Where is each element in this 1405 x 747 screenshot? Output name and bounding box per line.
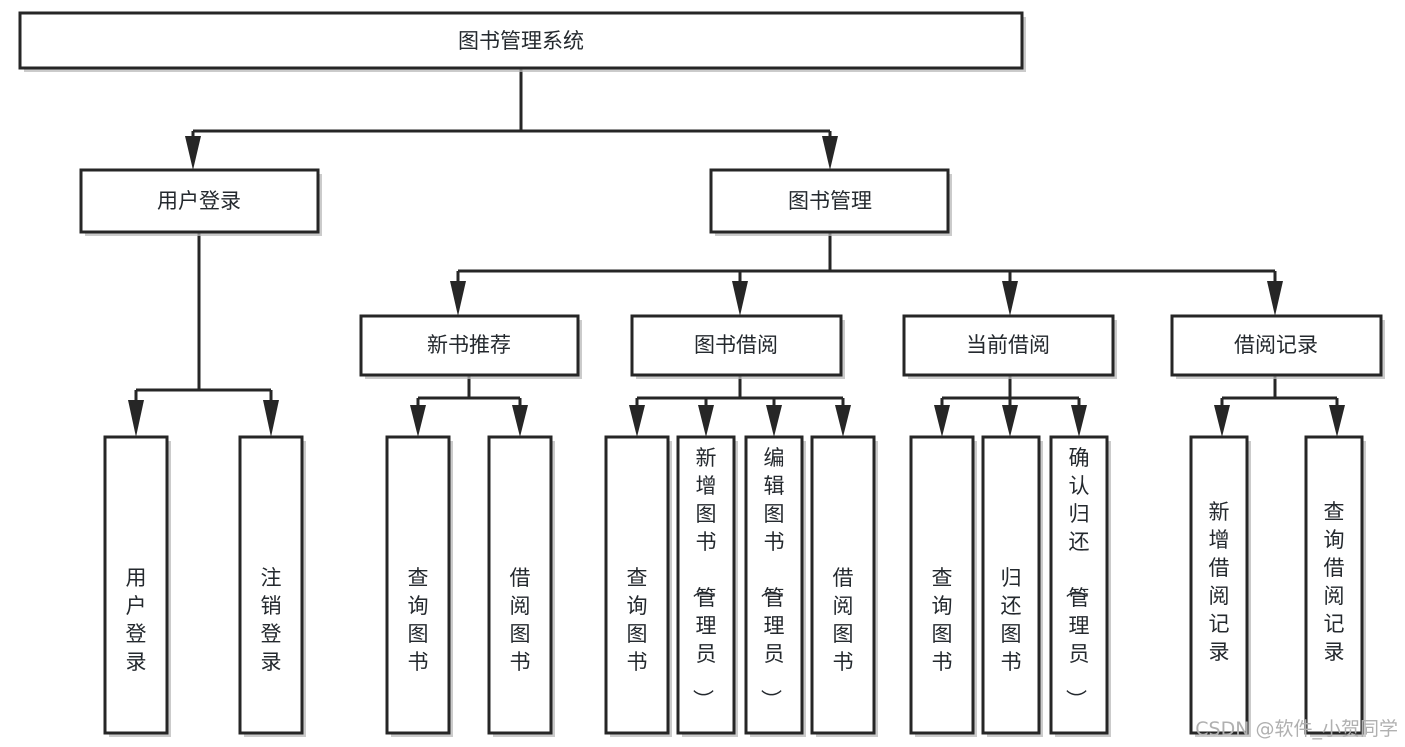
arrowhead-book-borrow: [732, 281, 748, 316]
node-borrow-record-label: 借阅记录: [1234, 333, 1318, 357]
leaf-newbook-borrow-book-label: 借阅图书: [510, 566, 531, 674]
leaf-record-query-record-label: 查询借阅记录: [1324, 500, 1345, 664]
leaf-current-return-book-rect: [981, 435, 1041, 735]
leaf-borrow-add-book[interactable]: 新增图书（管理员）: [676, 435, 738, 737]
leaf-record-query-record-rect: [1304, 435, 1364, 735]
arrowhead-borrow-leaf-3: [766, 405, 782, 437]
node-new-book-recommend-label: 新书推荐: [427, 333, 511, 357]
node-book-manage-label: 图书管理: [788, 189, 872, 213]
leaf-current-return-book-label: 归还图书: [1001, 566, 1022, 674]
leaf-borrow-query-book-label: 查询图书: [627, 566, 648, 674]
leaf-user-login[interactable]: 用户登录: [103, 435, 171, 737]
leaf-current-query-book-rect: [909, 435, 975, 735]
node-user-login[interactable]: 用户登录: [79, 168, 322, 236]
leaf-borrow-edit-book[interactable]: 编辑图书（管理员）: [744, 435, 806, 737]
node-user-login-label: 用户登录: [157, 189, 241, 213]
connector-layer: [128, 68, 1345, 437]
arrowhead-borrow-leaf-4: [835, 405, 851, 437]
leaf-borrow-query-book-rect: [604, 435, 670, 735]
node-current-borrow-label: 当前借阅: [966, 333, 1050, 357]
arrowhead-new-book: [450, 281, 466, 316]
node-new-book-recommend-rect: [359, 314, 580, 377]
node-new-book-recommend[interactable]: 新书推荐: [359, 314, 582, 379]
leaf-user-login-rect: [103, 435, 169, 735]
node-book-borrow-rect: [630, 314, 843, 377]
leaf-borrow-query-book[interactable]: 查询图书: [604, 435, 672, 737]
arrowhead-newbook-leaf-1: [410, 405, 426, 437]
leaf-record-add-record-label: 新增借阅记录: [1209, 500, 1230, 664]
node-borrow-record[interactable]: 借阅记录: [1170, 314, 1385, 379]
leaf-newbook-query-book-label: 查询图书: [408, 566, 429, 674]
leaf-record-add-record-rect: [1189, 435, 1249, 735]
node-root-rect: [18, 11, 1024, 70]
leaf-current-return-book[interactable]: 归还图书: [981, 435, 1043, 737]
node-user-login-rect: [79, 168, 320, 234]
leaf-borrow-borrow-book-rect: [810, 435, 876, 735]
arrowhead-current-leaf-3: [1071, 405, 1087, 437]
arrowhead-current-borrow: [1002, 281, 1018, 316]
node-current-borrow-rect: [902, 314, 1115, 377]
arrowhead-leaf-user-login: [128, 400, 144, 437]
leaf-current-query-book-label: 查询图书: [932, 566, 953, 674]
arrowhead-user-login: [185, 136, 201, 170]
node-book-borrow-label: 图书借阅: [694, 333, 778, 357]
arrowhead-borrow-leaf-2: [698, 405, 714, 437]
csdn-watermark: CSDN @软件_小贺同学: [1195, 718, 1398, 740]
leaf-newbook-query-book-rect: [385, 435, 451, 735]
leaf-current-confirm-return[interactable]: 确认归还（管理员）: [1049, 435, 1111, 737]
arrowhead-newbook-leaf-2: [512, 405, 528, 437]
leaf-borrow-add-book-rect: [676, 435, 736, 735]
arrowhead-record-leaf-2: [1329, 405, 1345, 437]
leaf-borrow-edit-book-rect: [744, 435, 804, 735]
arrowhead-current-leaf-2: [1002, 405, 1018, 437]
leaf-record-query-record[interactable]: 查询借阅记录: [1304, 435, 1366, 737]
node-current-borrow[interactable]: 当前借阅: [902, 314, 1117, 379]
arrowhead-borrow-record: [1267, 281, 1283, 316]
leaf-newbook-borrow-book[interactable]: 借阅图书: [487, 435, 555, 737]
leaf-borrow-borrow-book-label: 借阅图书: [833, 566, 854, 674]
node-book-manage[interactable]: 图书管理: [709, 168, 952, 236]
leaf-borrow-add-book-label: 新增图书（管理员）: [691, 446, 717, 710]
node-book-borrow[interactable]: 图书借阅: [630, 314, 845, 379]
leaf-logout[interactable]: 注销登录: [238, 435, 306, 737]
leaf-current-confirm-return-label: 确认归还（管理员）: [1064, 446, 1090, 710]
leaf-current-confirm-return-rect: [1049, 435, 1109, 735]
leaf-logout-rect: [238, 435, 304, 735]
node-borrow-record-rect: [1170, 314, 1383, 377]
arrowhead-current-leaf-1: [934, 405, 950, 437]
leaf-current-query-book[interactable]: 查询图书: [909, 435, 977, 737]
leaf-borrow-borrow-book[interactable]: 借阅图书: [810, 435, 878, 737]
leaf-logout-label: 注销登录: [261, 566, 282, 674]
leaf-user-login-label: 用户登录: [126, 566, 147, 674]
node-book-manage-rect: [709, 168, 950, 234]
node-root-label: 图书管理系统: [458, 29, 584, 53]
leaf-newbook-borrow-book-rect: [487, 435, 553, 735]
arrowhead-borrow-leaf-1: [629, 405, 645, 437]
node-root-system[interactable]: 图书管理系统: [18, 11, 1026, 72]
arrowhead-book-manage: [822, 136, 838, 170]
arrowhead-record-leaf-1: [1214, 405, 1230, 437]
leaf-newbook-query-book[interactable]: 查询图书: [385, 435, 453, 737]
leaf-record-add-record[interactable]: 新增借阅记录: [1189, 435, 1251, 737]
arrowhead-leaf-logout: [263, 400, 279, 437]
leaf-borrow-edit-book-label: 编辑图书（管理员）: [759, 446, 785, 710]
